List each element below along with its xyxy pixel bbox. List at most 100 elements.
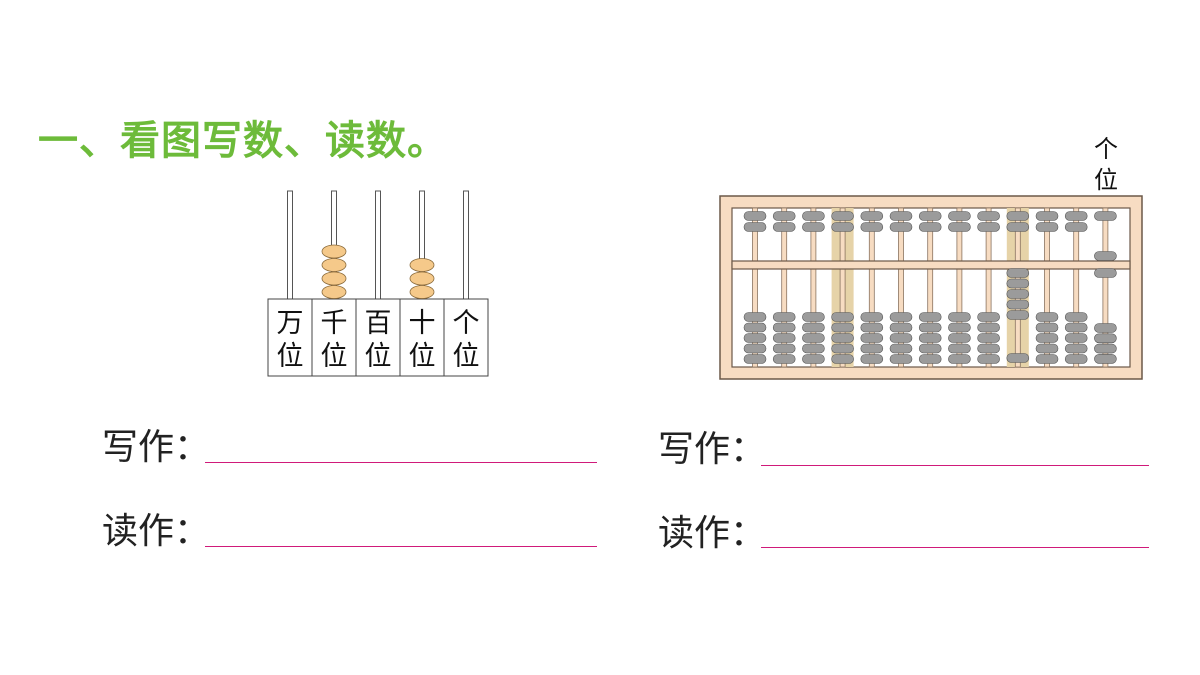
abacus-beam xyxy=(731,260,1131,270)
place-label-char: 个 xyxy=(453,308,480,339)
abacus-bead xyxy=(977,333,1000,343)
abacus-bead xyxy=(948,354,971,364)
abacus-bead xyxy=(743,222,767,232)
abacus-bead xyxy=(948,343,971,354)
abacus-bead xyxy=(860,354,884,364)
counter-bead xyxy=(321,244,347,259)
abacus-bead xyxy=(802,354,825,364)
abacus-bead xyxy=(860,222,884,232)
abacus-rod xyxy=(1102,207,1109,368)
abacus-bead xyxy=(860,322,884,333)
counter-bead xyxy=(409,258,435,272)
counter-rod xyxy=(287,190,293,300)
abacus-bead xyxy=(918,322,942,333)
place-label-char: 百 xyxy=(365,308,392,339)
abacus-bead xyxy=(889,333,913,343)
abacus-bead xyxy=(1094,323,1117,333)
left-read-answer-line[interactable] xyxy=(205,546,597,547)
abacus-bead xyxy=(1006,310,1030,320)
abacus-bead xyxy=(802,312,825,322)
abacus-bead xyxy=(1035,312,1059,322)
abacus-bead xyxy=(1006,278,1030,289)
abacus-bead xyxy=(889,222,913,232)
place-label-char: 位 xyxy=(277,341,304,372)
counter-bead xyxy=(409,285,435,299)
abacus-bead xyxy=(802,222,825,232)
ones-label-top: 个 xyxy=(1094,135,1118,163)
right-read-label: 读作： xyxy=(658,513,767,554)
right-read-answer-line[interactable] xyxy=(761,547,1149,548)
counter-bead xyxy=(321,285,347,299)
abacus-bead xyxy=(772,211,796,221)
abacus-rod xyxy=(927,207,934,368)
abacus-bead xyxy=(1035,222,1059,232)
abacus-bead xyxy=(1064,222,1088,232)
abacus-bead xyxy=(743,322,767,333)
abacus-bead xyxy=(1064,322,1088,333)
counter-rod xyxy=(463,190,469,300)
left-write-label: 写作： xyxy=(102,427,211,468)
abacus-bead xyxy=(948,312,971,322)
abacus-bead xyxy=(772,333,796,343)
counter-bead xyxy=(321,271,347,286)
place-label-char: 位 xyxy=(321,341,348,372)
abacus-bead xyxy=(977,354,1000,364)
abacus-bead xyxy=(831,322,854,333)
abacus-bead xyxy=(831,343,854,354)
abacus-bead xyxy=(1006,268,1030,278)
abacus-bead xyxy=(743,354,767,364)
exercise-heading: 一、看图写数、读数。 xyxy=(38,118,448,164)
abacus-bead xyxy=(860,343,884,354)
abacus-rod xyxy=(839,207,846,368)
left-write-answer-line[interactable] xyxy=(205,462,597,463)
abacus-bead xyxy=(1006,222,1030,232)
abacus-bead xyxy=(1064,312,1088,322)
counter-rod xyxy=(375,190,381,300)
abacus-bead xyxy=(1064,354,1088,364)
abacus-bead xyxy=(1094,251,1117,261)
abacus-bead xyxy=(1094,354,1117,364)
abacus-bead xyxy=(977,222,1000,232)
abacus-bead xyxy=(860,333,884,343)
abacus-bead xyxy=(977,312,1000,322)
abacus-bead xyxy=(977,211,1000,221)
abacus-bead xyxy=(1006,289,1030,299)
place-label-char: 位 xyxy=(409,341,436,372)
abacus-bead xyxy=(772,312,796,322)
abacus-bead xyxy=(889,312,913,322)
abacus-bead xyxy=(831,211,854,221)
abacus-bead xyxy=(1006,353,1030,363)
abacus-bead xyxy=(948,333,971,343)
abacus-bead xyxy=(802,343,825,354)
abacus-bead xyxy=(1094,333,1117,344)
abacus-bead xyxy=(772,222,796,232)
abacus-bead xyxy=(1035,322,1059,333)
abacus-bead xyxy=(918,343,942,354)
abacus-bead xyxy=(948,322,971,333)
place-label-char: 位 xyxy=(453,341,480,372)
abacus-bead xyxy=(1035,354,1059,364)
abacus-bead xyxy=(1006,211,1030,221)
abacus-bead xyxy=(918,222,942,232)
abacus-bead xyxy=(1006,299,1030,310)
abacus-bead xyxy=(772,322,796,333)
place-label-char: 千 xyxy=(321,308,348,339)
abacus-bead xyxy=(831,333,854,343)
abacus-bead xyxy=(889,322,913,333)
place-label-box xyxy=(443,298,489,377)
ones-label-bottom: 位 xyxy=(1094,166,1118,194)
abacus-bead xyxy=(1035,343,1059,354)
abacus-bead xyxy=(743,211,767,221)
abacus-rod xyxy=(868,207,875,368)
place-label-box xyxy=(267,298,313,377)
abacus-bead xyxy=(889,343,913,354)
abacus: 个 位 xyxy=(719,135,1143,380)
right-write-answer-line[interactable] xyxy=(761,465,1149,466)
abacus-rod xyxy=(956,207,963,368)
abacus-bead xyxy=(772,343,796,354)
abacus-bead xyxy=(860,211,884,221)
left-read-label: 读作： xyxy=(102,511,211,552)
abacus-bead xyxy=(802,333,825,343)
